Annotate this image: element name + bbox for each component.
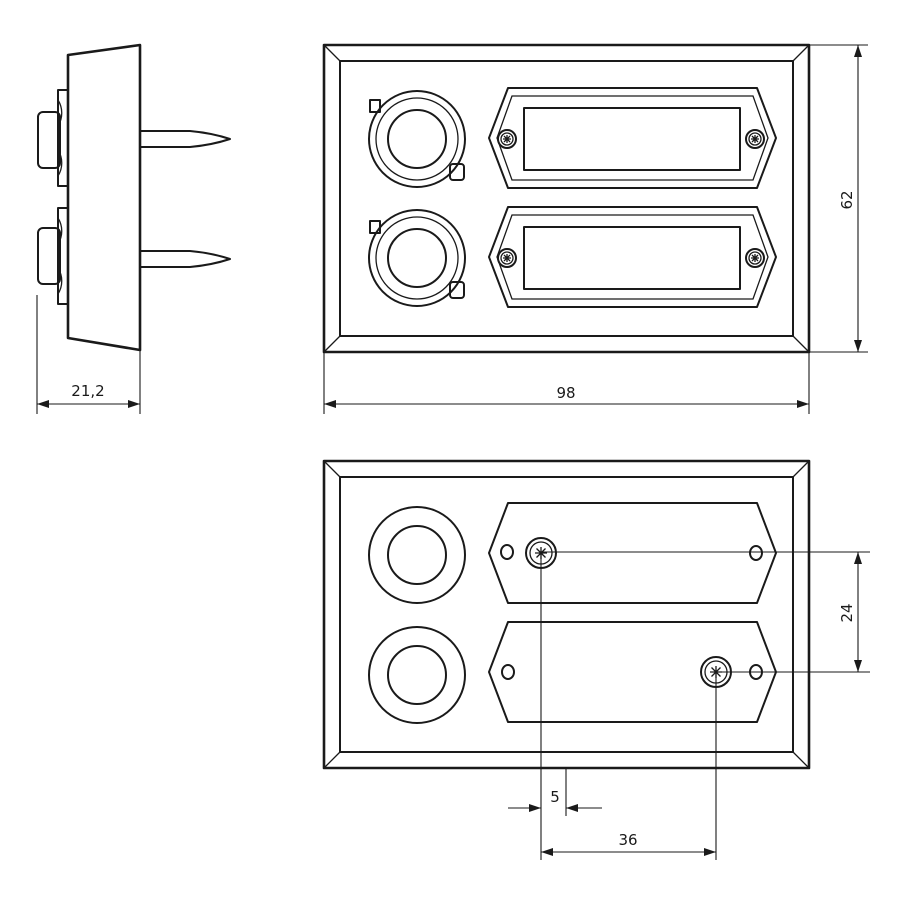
- dimension-screw-offset: 5: [508, 553, 602, 860]
- dimension-depth-label: 21,2: [71, 382, 104, 400]
- front-nameplate-2: [488, 206, 777, 308]
- side-button-lower: [37, 207, 69, 305]
- side-button-upper: [37, 89, 69, 187]
- front-view: 62 98: [322, 43, 868, 414]
- mounting-spike-lower: [139, 250, 231, 268]
- mounting-spike-upper: [139, 130, 231, 148]
- dimension-height-label: 62: [838, 190, 856, 209]
- front-frame-inner: [339, 60, 794, 337]
- dimension-hole-spacing-label: 24: [838, 603, 856, 622]
- front-bell-button-2: [368, 209, 466, 307]
- dimension-height: 62: [809, 44, 868, 353]
- side-housing: [66, 43, 142, 352]
- dimension-depth: 21,2: [36, 295, 141, 414]
- dimension-width-label: 98: [556, 384, 575, 402]
- dimension-screw-spacing: 36: [541, 672, 717, 860]
- back-button-hole-2: [368, 626, 466, 724]
- back-view: 24 5 36: [322, 459, 870, 860]
- back-plate-1: [488, 502, 777, 604]
- front-nameplate-1: [488, 87, 777, 189]
- dimension-screw-offset-label: 5: [550, 788, 560, 806]
- dimension-hole-spacing: 24: [541, 551, 870, 673]
- side-view: 21,2: [36, 43, 231, 414]
- front-frame-outer: [322, 43, 811, 354]
- front-bell-button-1: [368, 90, 466, 188]
- dimension-width: 98: [323, 352, 810, 414]
- dimension-screw-spacing-label: 36: [618, 831, 637, 849]
- back-plate-2: [488, 621, 777, 723]
- back-frame-inner: [339, 476, 794, 753]
- back-button-hole-1: [368, 506, 466, 604]
